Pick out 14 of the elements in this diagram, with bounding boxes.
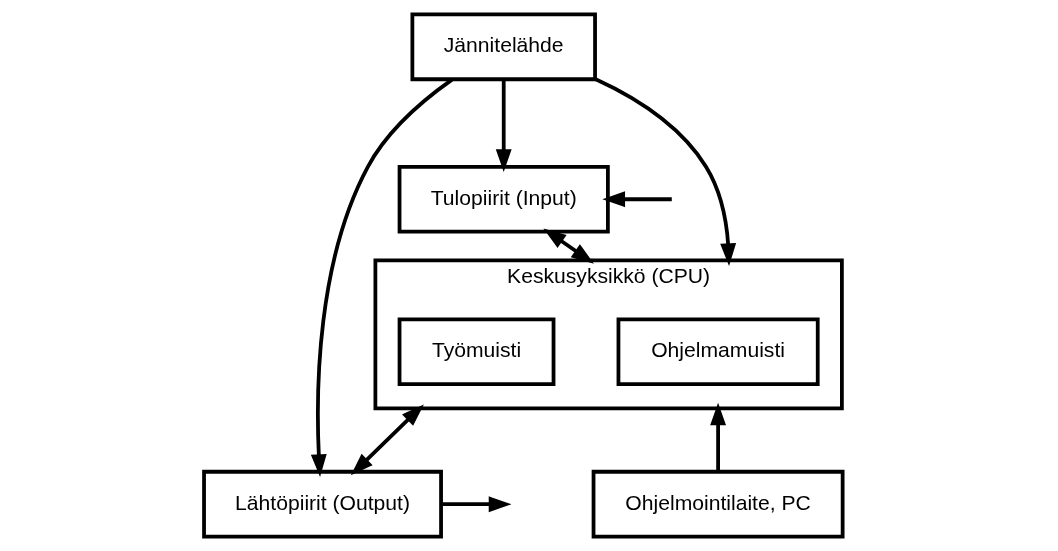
node-box: Jännitelähde: [410, 12, 597, 82]
node-box: Lähtöpiirit (Output): [202, 469, 443, 539]
arrow: [310, 78, 454, 477]
arrow: [602, 191, 672, 208]
arrow: [350, 404, 424, 476]
arrow: [441, 496, 512, 513]
arrow: [710, 402, 727, 472]
node-box: Ohjelmamuisti: [616, 317, 820, 387]
node-box: Työmuisti: [397, 317, 556, 387]
node-box: Tulopiirit (Input): [397, 164, 610, 234]
arrow: [594, 77, 737, 267]
arrow: [495, 79, 512, 172]
arrow: [543, 228, 594, 264]
node-box: Ohjelmointilaite, PC: [591, 469, 845, 539]
